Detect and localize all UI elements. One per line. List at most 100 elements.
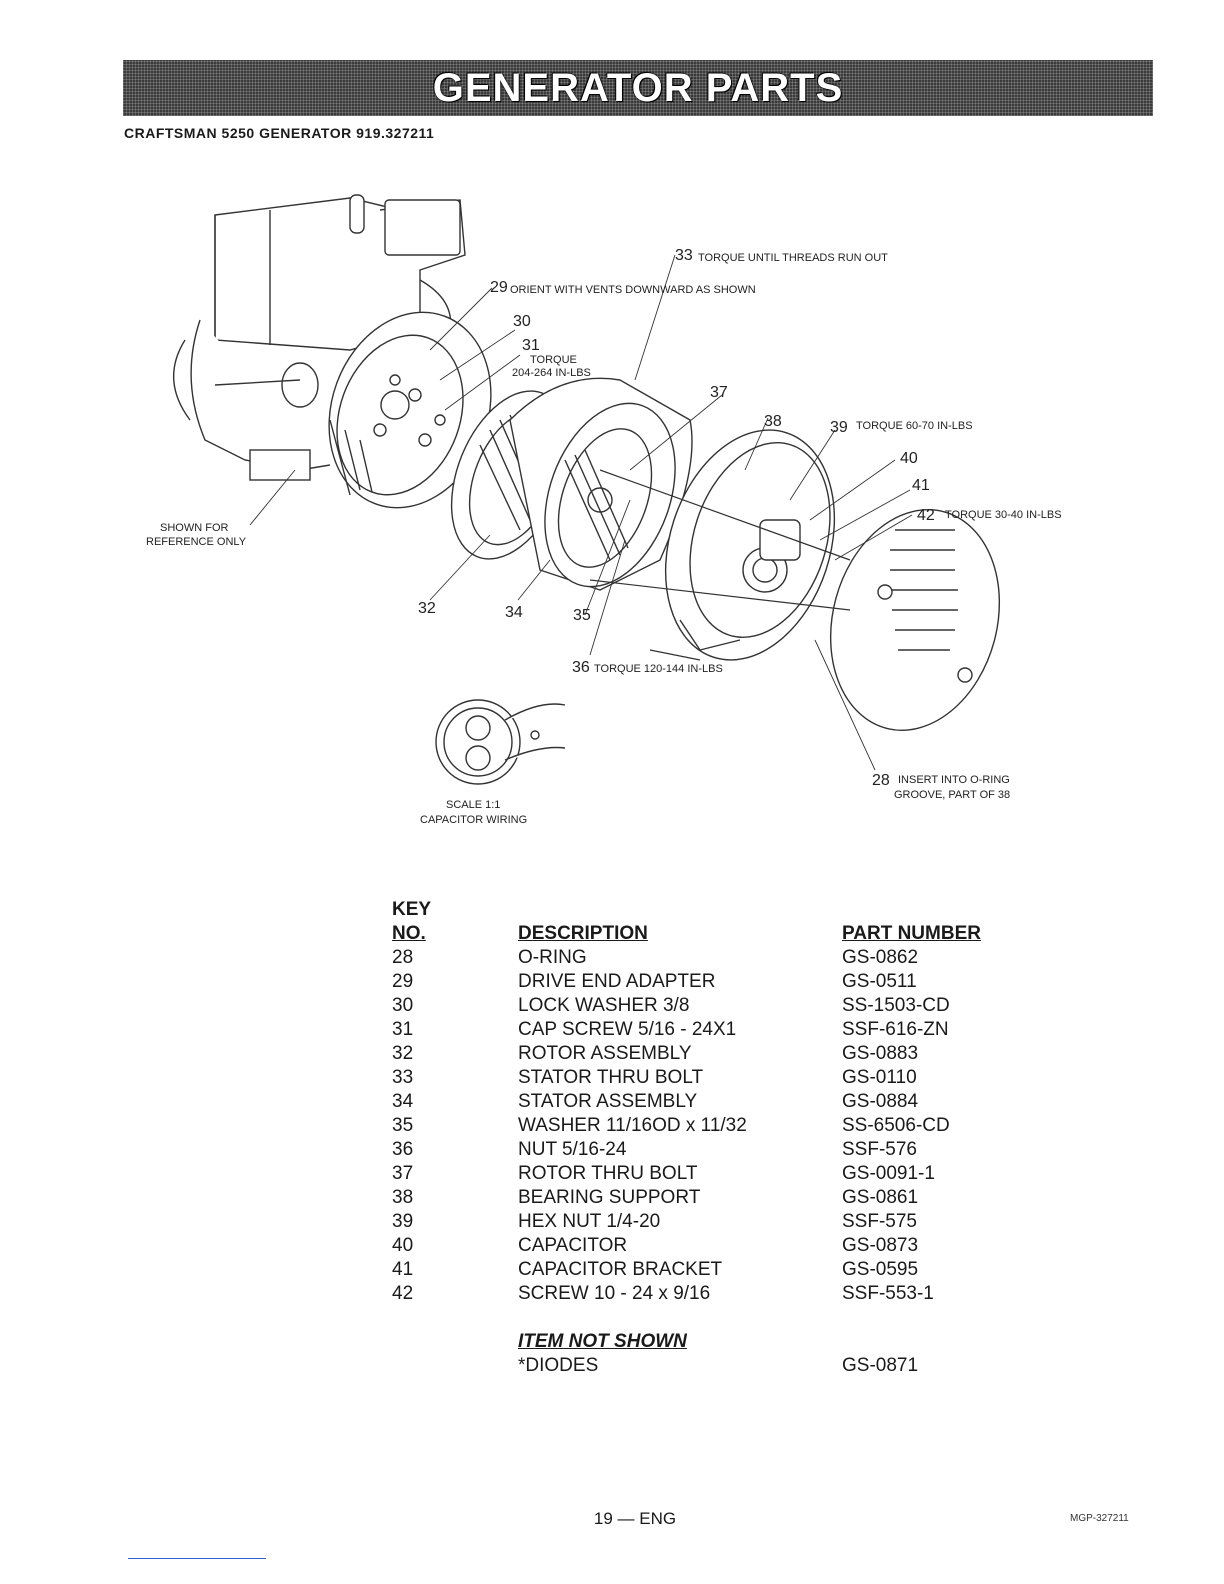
part-description: O-RING <box>518 947 587 968</box>
scale-label: SCALE 1:1 <box>446 799 500 811</box>
callout-35: 35 <box>573 607 591 624</box>
exploded-parts-diagram: 29 ORIENT WITH VENTS DOWNWARD AS SHOWN 3… <box>146 194 1062 826</box>
callout-29: 29 <box>490 279 508 296</box>
table-row: 39 HEX NUT 1/4-20 SSF-575 <box>392 1210 1042 1234</box>
part-description: STATOR ASSEMBLY <box>518 1091 698 1112</box>
part-number: GS-0511 <box>842 971 917 992</box>
callout-37: 37 <box>710 384 728 401</box>
part-number: SS-6506-CD <box>842 1115 950 1136</box>
part-description: LOCK WASHER 3/8 <box>518 995 690 1016</box>
part-description: CAPACITOR <box>518 1235 628 1256</box>
part-description: CAPACITOR BRACKET <box>518 1259 723 1280</box>
part-key-no: 34 <box>392 1091 414 1112</box>
part-key-no: 42 <box>392 1283 414 1304</box>
part-number: GS-0862 <box>842 947 919 968</box>
part-key-no: 39 <box>392 1211 414 1232</box>
callout-39: 39 <box>830 419 848 436</box>
part-number: SSF-575 <box>842 1211 917 1232</box>
part-number: SS-1503-CD <box>842 995 950 1016</box>
part-key-no: 31 <box>392 1019 414 1040</box>
callout-31: 31 <box>522 337 540 354</box>
bearing-support <box>649 429 836 661</box>
table-row: 30 LOCK WASHER 3/8 SS-1503-CD <box>392 994 1042 1018</box>
table-row: 35 WASHER 11/16OD x 11/32 SS-6506-CD <box>392 1114 1042 1138</box>
page-title: GENERATOR PARTS <box>432 65 844 110</box>
header-no: NO. <box>392 923 426 944</box>
model-subtitle: CRAFTSMAN 5250 GENERATOR 919.327211 <box>124 125 435 141</box>
callout-39-note: TORQUE 60-70 IN-LBS <box>856 420 973 432</box>
part-key-no: 30 <box>392 995 414 1016</box>
callout-34: 34 <box>505 604 523 621</box>
part-key-no: 40 <box>392 1235 414 1256</box>
not-shown-item-row: *DIODES GS-0871 <box>392 1354 1042 1378</box>
callout-31-note-2: 204-264 IN-LBS <box>512 367 591 379</box>
engine-illustration <box>173 194 466 481</box>
end-cover <box>829 509 1001 731</box>
part-key-no: 28 <box>392 947 414 968</box>
page-banner: GENERATOR PARTS <box>123 60 1153 116</box>
part-description: HEX NUT 1/4-20 <box>518 1211 661 1232</box>
callout-42-note: TORQUE 30-40 IN-LBS <box>945 509 1062 521</box>
callout-28-note-1: INSERT INTO O-RING <box>898 774 1010 786</box>
page-number: 19 — ENG <box>593 1509 677 1528</box>
not-shown-description: *DIODES <box>518 1355 599 1376</box>
item-not-shown-label: ITEM NOT SHOWN <box>518 1331 687 1352</box>
stator-assembly <box>509 377 693 591</box>
part-description: ROTOR ASSEMBLY <box>518 1043 692 1064</box>
parts-table: KEY NO. DESCRIPTION PART NUMBER 28 O-RING… <box>392 898 1042 1378</box>
part-number: SSF-576 <box>842 1139 917 1160</box>
part-description: WASHER 11/16OD x 11/32 <box>518 1115 747 1136</box>
part-number: GS-0091-1 <box>842 1163 935 1184</box>
callout-32: 32 <box>418 600 436 617</box>
part-description: STATOR THRU BOLT <box>518 1067 704 1088</box>
part-number: GS-0595 <box>842 1259 919 1280</box>
table-row: 42 SCREW 10 - 24 x 9/16 SSF-553-1 <box>392 1282 1042 1306</box>
table-header-row: NO. DESCRIPTION PART NUMBER <box>392 922 1042 946</box>
callout-28-note-2: GROOVE, PART OF 38 <box>894 789 1010 801</box>
callout-36: 36 <box>572 659 590 676</box>
table-row: 40 CAPACITOR GS-0873 <box>392 1234 1042 1258</box>
part-number: GS-0873 <box>842 1235 919 1256</box>
callout-33-note: TORQUE UNTIL THREADS RUN OUT <box>698 252 888 264</box>
key-label: KEY <box>392 899 432 920</box>
part-key-no: 37 <box>392 1163 414 1184</box>
part-key-no: 35 <box>392 1115 414 1136</box>
part-number: SSF-616-ZN <box>842 1019 949 1040</box>
part-description: SCREW 10 - 24 x 9/16 <box>518 1283 711 1304</box>
callout-40: 40 <box>900 450 918 467</box>
table-row: 37 ROTOR THRU BOLT GS-0091-1 <box>392 1162 1042 1186</box>
part-number: GS-0861 <box>842 1187 919 1208</box>
part-description: ROTOR THRU BOLT <box>518 1163 698 1184</box>
document-code: MGP-327211 <box>1070 1513 1129 1524</box>
callout-30: 30 <box>513 313 531 330</box>
callout-36-note: TORQUE 120-144 IN-LBS <box>594 663 723 675</box>
part-description: DRIVE END ADAPTER <box>518 971 716 992</box>
part-key-no: 36 <box>392 1139 414 1160</box>
callout-41: 41 <box>912 477 930 494</box>
part-number: SSF-553-1 <box>842 1283 934 1304</box>
part-number: GS-0110 <box>842 1067 917 1088</box>
header-part-number: PART NUMBER <box>842 923 981 944</box>
callout-42: 42 <box>917 507 935 524</box>
callout-33: 33 <box>675 247 693 264</box>
not-shown-header-row: ITEM NOT SHOWN <box>392 1330 1042 1354</box>
part-description: BEARING SUPPORT <box>518 1187 701 1208</box>
capacitor-wiring-inset <box>435 699 566 785</box>
table-key-row: KEY <box>392 898 1042 922</box>
callout-38: 38 <box>764 413 782 430</box>
header-description: DESCRIPTION <box>518 923 648 944</box>
capacitor-wiring-label: CAPACITOR WIRING <box>420 814 527 826</box>
callout-29-note: ORIENT WITH VENTS DOWNWARD AS SHOWN <box>510 284 756 296</box>
bottom-rule <box>128 1558 266 1559</box>
not-shown-part-number: GS-0871 <box>842 1355 919 1376</box>
table-row: 29 DRIVE END ADAPTER GS-0511 <box>392 970 1042 994</box>
part-key-no: 33 <box>392 1067 414 1088</box>
callout-28: 28 <box>872 772 890 789</box>
reference-note-2: REFERENCE ONLY <box>146 536 247 548</box>
table-row: 33 STATOR THRU BOLT GS-0110 <box>392 1066 1042 1090</box>
part-key-no: 29 <box>392 971 414 992</box>
